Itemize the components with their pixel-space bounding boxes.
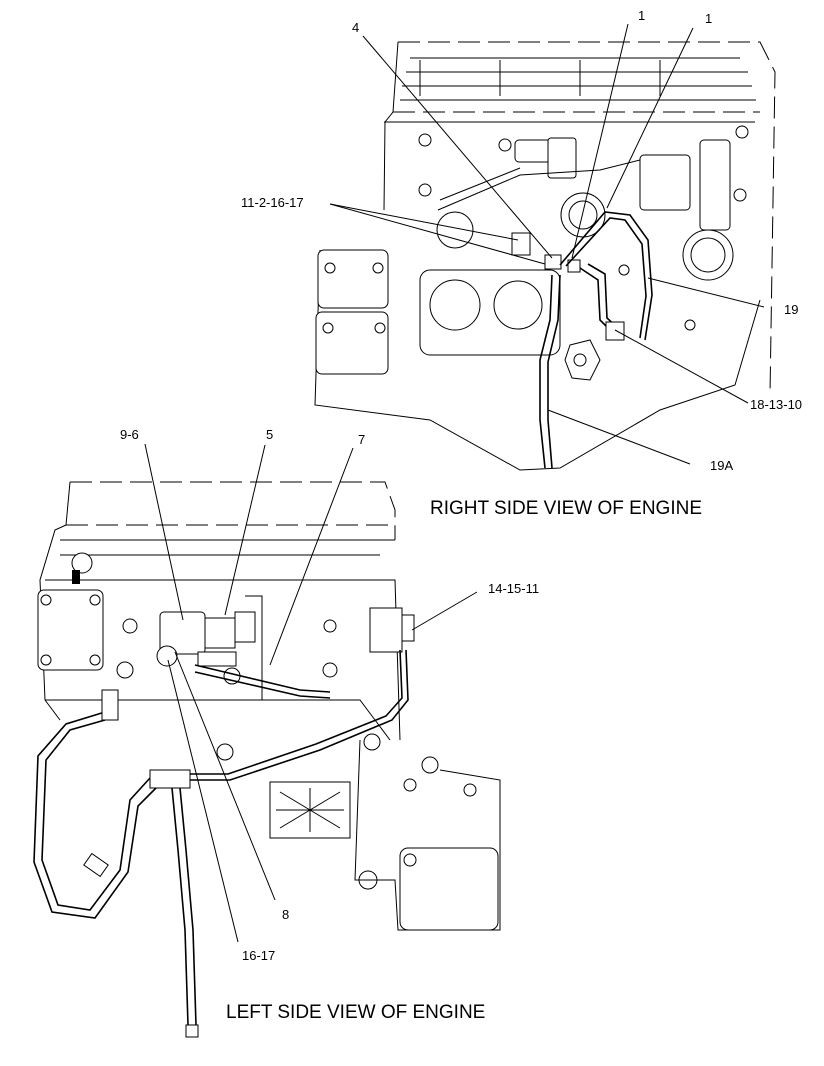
- right-view-caption: RIGHT SIDE VIEW OF ENGINE: [430, 498, 702, 519]
- callout-1a: 1: [638, 8, 645, 23]
- leader-4: [362, 35, 553, 259]
- callout-labels: 4 1 1 11-2-16-17 19 18-13-10 19A 9-6 5 7…: [120, 8, 802, 963]
- leader-11-2-16-17-a: [329, 203, 546, 265]
- callout-19: 19: [784, 302, 798, 317]
- leader-9-6: [144, 443, 184, 621]
- leader-8: [174, 651, 276, 901]
- callout-4: 4: [352, 20, 359, 35]
- right-side-engine-view: [314, 41, 776, 471]
- leader-18-13-10: [614, 329, 749, 404]
- callout-11-2-16-17: 11-2-16-17: [241, 195, 304, 210]
- leader-lines: [144, 23, 765, 943]
- leader-14-15-11: [411, 591, 478, 631]
- leader-19: [647, 277, 765, 308]
- leader-19a: [547, 409, 691, 465]
- callout-9-6: 9-6: [120, 427, 139, 442]
- callout-19a: 19A: [710, 458, 733, 473]
- callout-16-17: 16-17: [242, 948, 275, 963]
- leader-16-17: [167, 659, 239, 943]
- callout-14-15-11: 14-15-11: [488, 581, 539, 596]
- callout-7: 7: [358, 432, 365, 447]
- leader-5: [224, 444, 266, 616]
- callout-5: 5: [266, 427, 273, 442]
- callout-8: 8: [282, 907, 289, 922]
- leader-1b: [606, 27, 694, 209]
- left-side-engine-view: [33, 481, 501, 1038]
- leader-7: [269, 447, 354, 666]
- leader-11-2-16-17-b: [329, 203, 519, 241]
- leader-1a: [571, 23, 629, 259]
- callout-1b: 1: [705, 11, 712, 26]
- callout-18-13-10: 18-13-10: [750, 397, 802, 412]
- left-view-caption: LEFT SIDE VIEW OF ENGINE: [226, 1002, 485, 1023]
